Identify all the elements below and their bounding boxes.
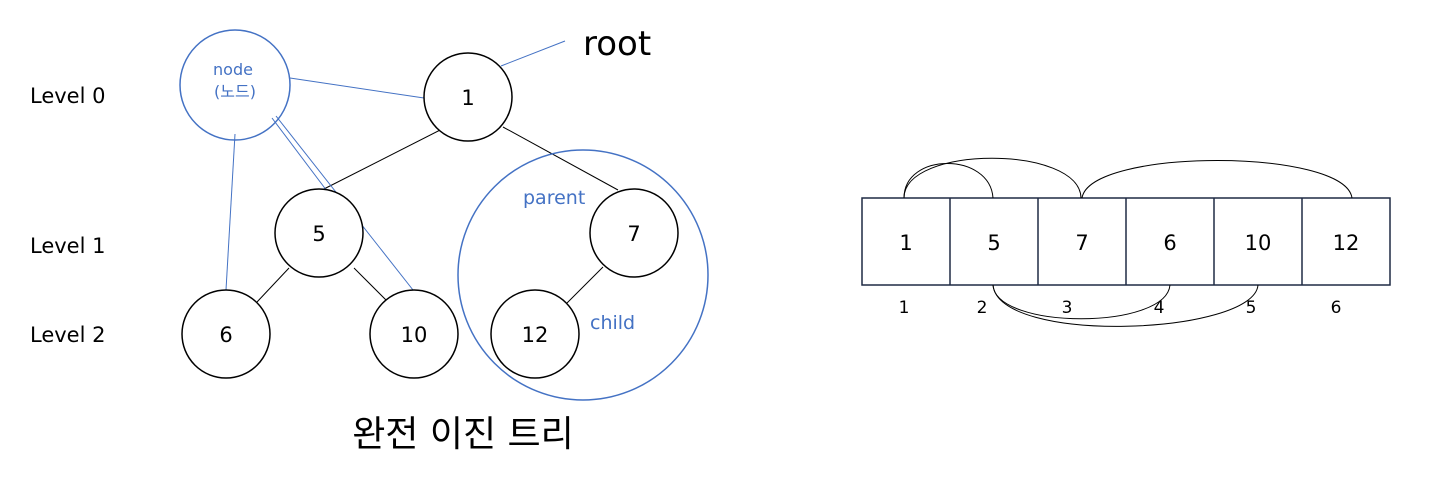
tree-node-12-value: 12 xyxy=(522,323,549,347)
tree-title: 완전 이진 트리 xyxy=(352,414,574,455)
tree-node-1-value: 1 xyxy=(461,86,474,110)
edge-1-7 xyxy=(502,126,619,191)
array-arc-7-to-12 xyxy=(1081,160,1353,199)
edge-5-6 xyxy=(256,267,290,303)
edge-1-5 xyxy=(321,126,447,191)
node-pointer-line-to-5 xyxy=(271,117,331,196)
tree-node-12: 12 xyxy=(490,289,580,379)
array-cell-2: 5 xyxy=(987,231,1000,255)
node-pointer-line-to-6 xyxy=(225,133,236,291)
tree-node-1: 1 xyxy=(423,52,513,142)
array-arc-1-to-5 xyxy=(903,163,994,199)
tree-node-7-value: 7 xyxy=(627,222,640,246)
parent-child-annotation-circle xyxy=(457,149,709,401)
array-representation: 1 5 7 6 10 12 1 2 3 4 5 6 xyxy=(861,197,1391,318)
node-annotation-circle xyxy=(179,29,291,141)
level-0-label: Level 0 xyxy=(30,84,105,108)
array-index-5: 5 xyxy=(1246,298,1257,318)
level-1-label: Level 1 xyxy=(30,234,105,258)
node-label-en: node xyxy=(213,60,253,79)
tree-node-6-value: 6 xyxy=(219,323,232,347)
array-cell-1: 1 xyxy=(899,231,912,255)
array-index-3: 3 xyxy=(1062,298,1073,318)
array-arc-5-to-10 xyxy=(992,284,1259,327)
edge-5-10 xyxy=(353,267,389,303)
tree-node-7: 7 xyxy=(589,188,679,278)
tree-node-5: 5 xyxy=(274,188,364,278)
node-pointer-line-to-1 xyxy=(289,77,425,99)
array-cell-6: 12 xyxy=(1333,231,1360,255)
parent-label: parent xyxy=(523,187,585,209)
root-label: root xyxy=(583,24,651,64)
array-cell-5: 10 xyxy=(1245,231,1272,255)
array-index-1: 1 xyxy=(899,298,910,318)
array-cell-3: 7 xyxy=(1075,231,1088,255)
array-index-4: 4 xyxy=(1154,298,1165,318)
array-cell-4: 6 xyxy=(1163,231,1176,255)
tree-node-6: 6 xyxy=(181,289,271,379)
array-index-2: 2 xyxy=(977,298,988,318)
edge-7-12 xyxy=(566,266,604,304)
node-label-ko: (노드) xyxy=(214,82,256,101)
array-arc-1-to-7 xyxy=(903,157,1082,199)
level-2-label: Level 2 xyxy=(30,323,105,347)
tree-node-10: 10 xyxy=(369,289,459,379)
root-pointer-line xyxy=(500,40,566,67)
array-arc-5-to-6 xyxy=(992,284,1171,320)
array-index-6: 6 xyxy=(1331,298,1342,318)
tree-node-5-value: 5 xyxy=(312,222,325,246)
tree-node-10-value: 10 xyxy=(401,323,428,347)
child-label: child xyxy=(590,312,635,334)
